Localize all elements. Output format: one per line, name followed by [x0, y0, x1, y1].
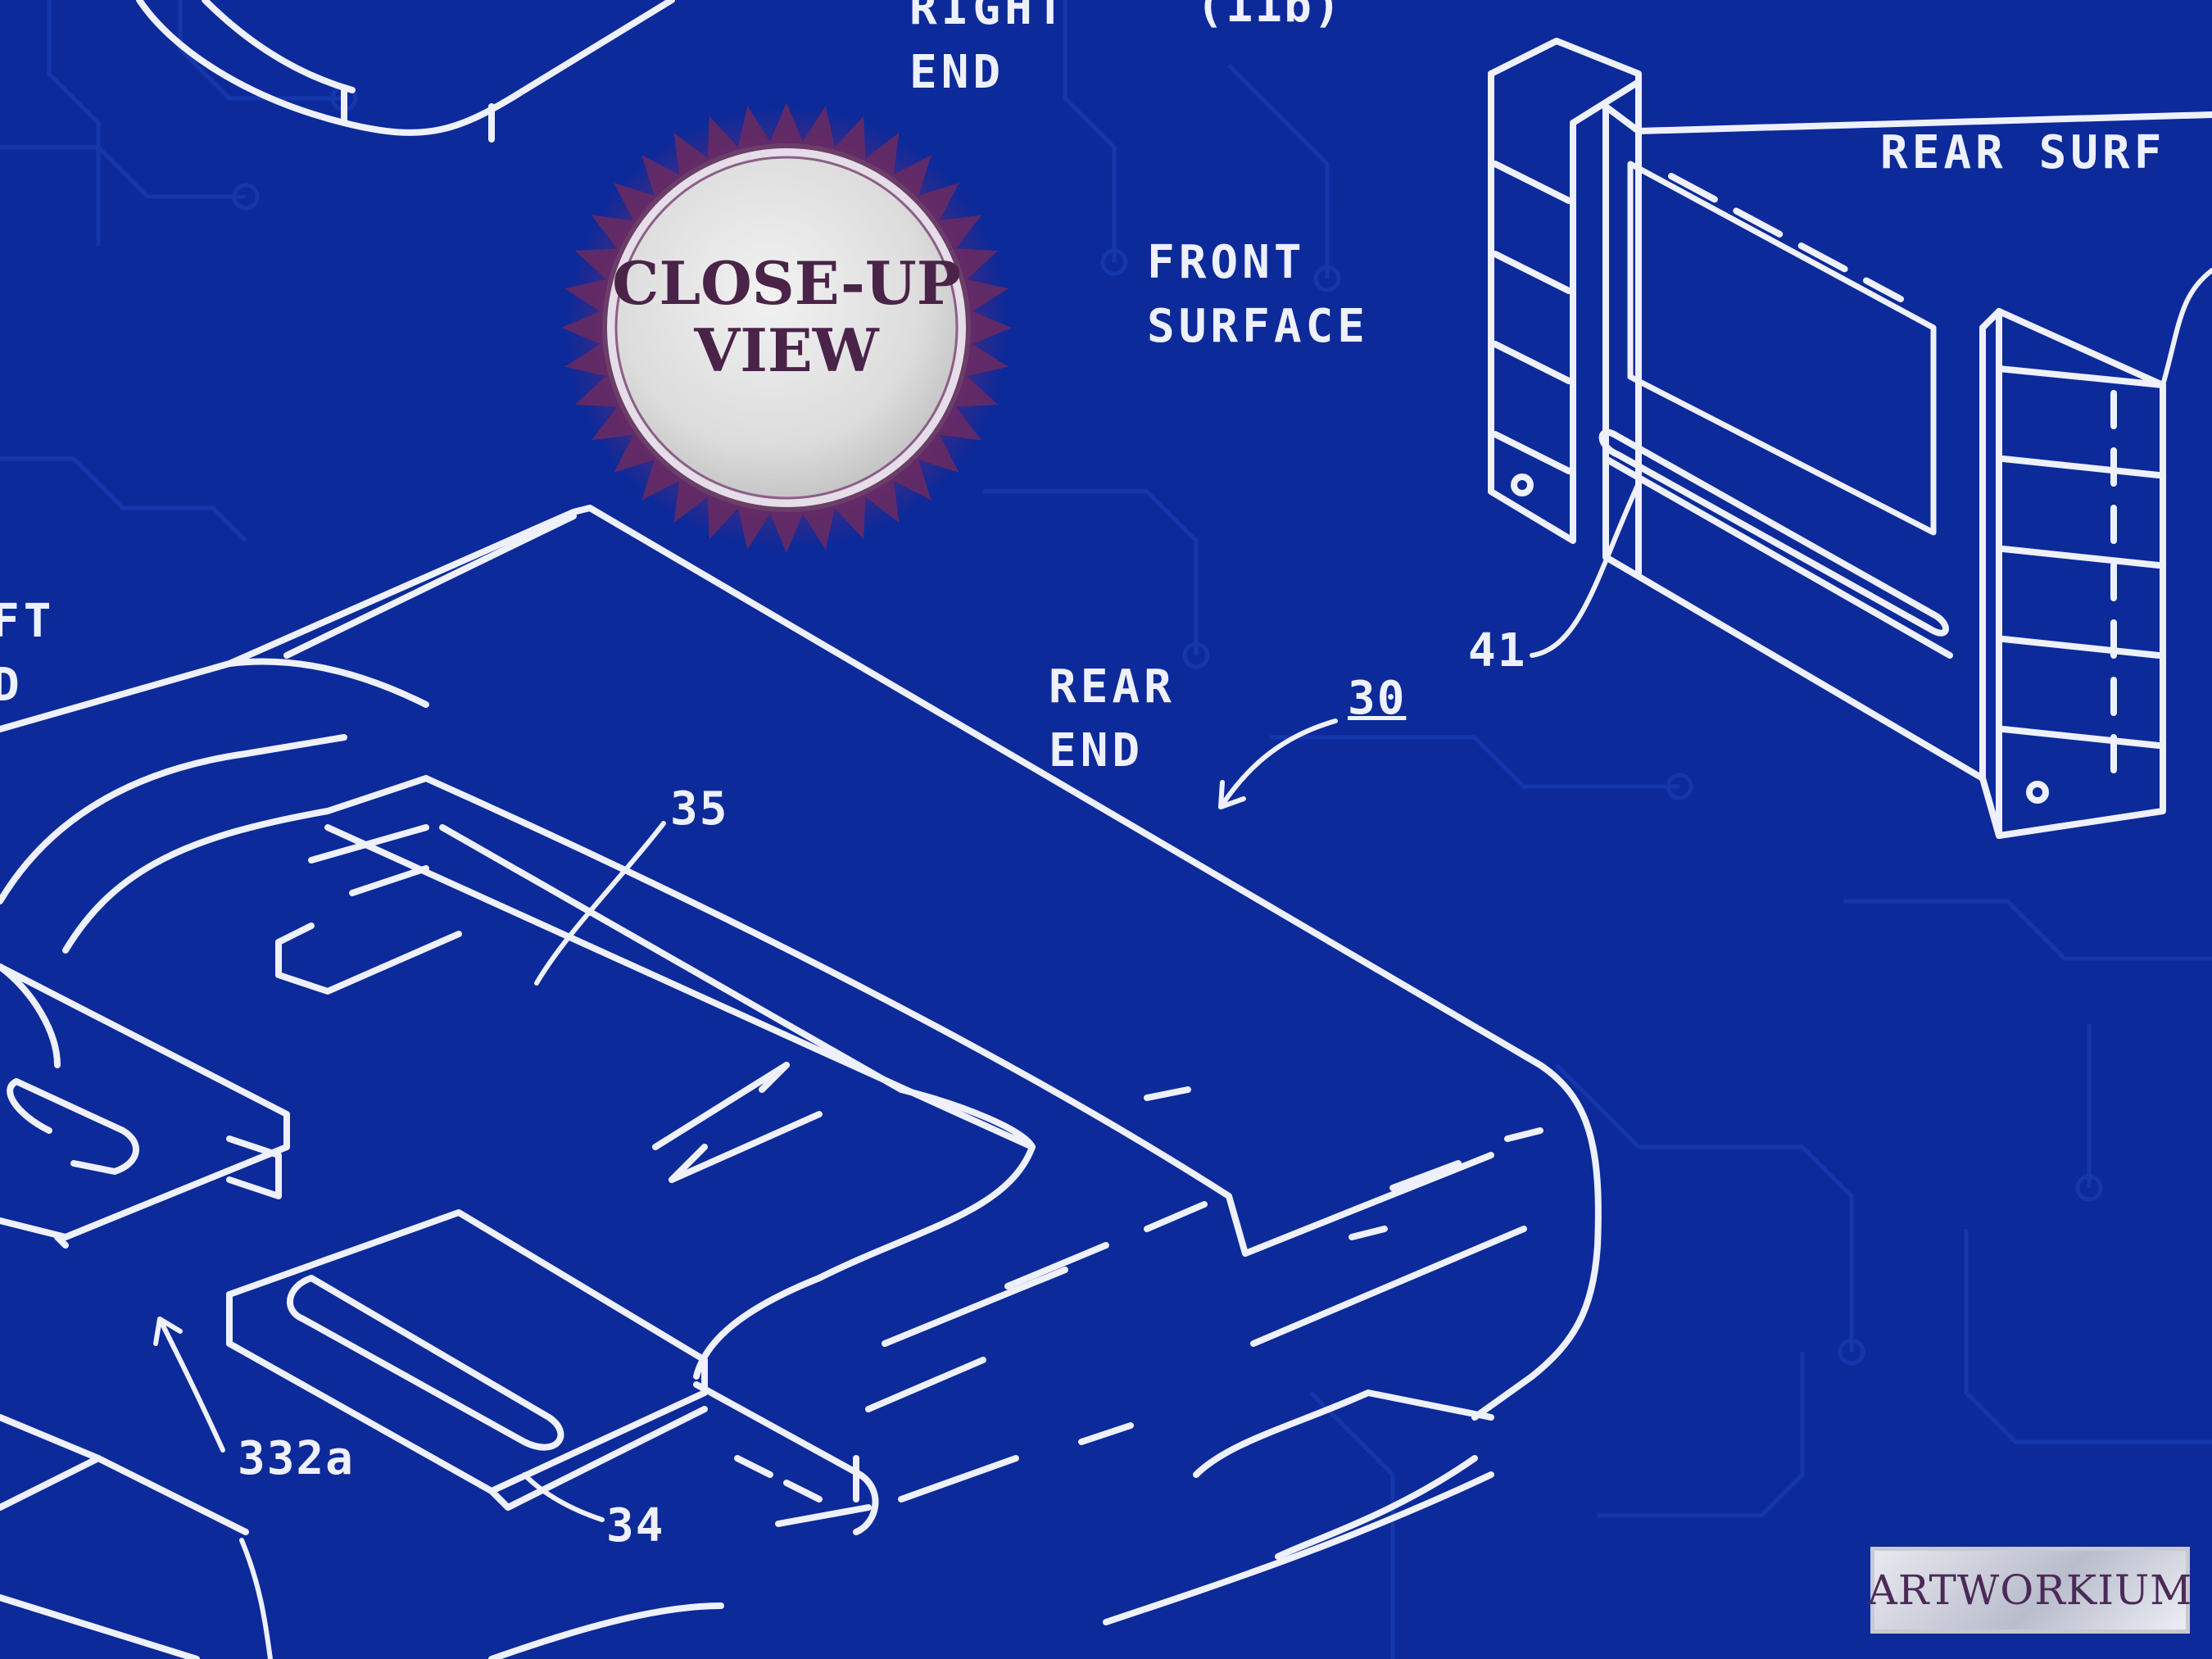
artworkium-logo: ARTWORKIUM [1867, 1547, 2193, 1634]
reference-number-35: 35 [670, 782, 729, 836]
artworkium-logo-text: ARTWORKIUM [1867, 1566, 2193, 1614]
close-up-badge-text: CLOSE-UP VIEW [612, 248, 961, 385]
right-end-label: RIGHT END [909, 0, 1068, 99]
close-up-badge [561, 102, 1012, 553]
reference-number-41: 41 [1468, 624, 1527, 678]
reference-number-34: 34 [606, 1499, 665, 1552]
cartridge-drawing [1488, 38, 2212, 839]
front-surface-label: FRONT SURFACE [1147, 236, 1370, 353]
rear-end-label: REAR END [1049, 660, 1176, 777]
reference-number-30: 30 [1348, 672, 1407, 725]
console-drawing [0, 505, 1602, 1659]
reference-number-11b: (11b) [1196, 0, 1343, 33]
left-end-label: FT D [0, 595, 56, 712]
rear-surface-label: REAR SURF [1880, 126, 2166, 179]
reference-number-332a: 332a [238, 1432, 355, 1485]
